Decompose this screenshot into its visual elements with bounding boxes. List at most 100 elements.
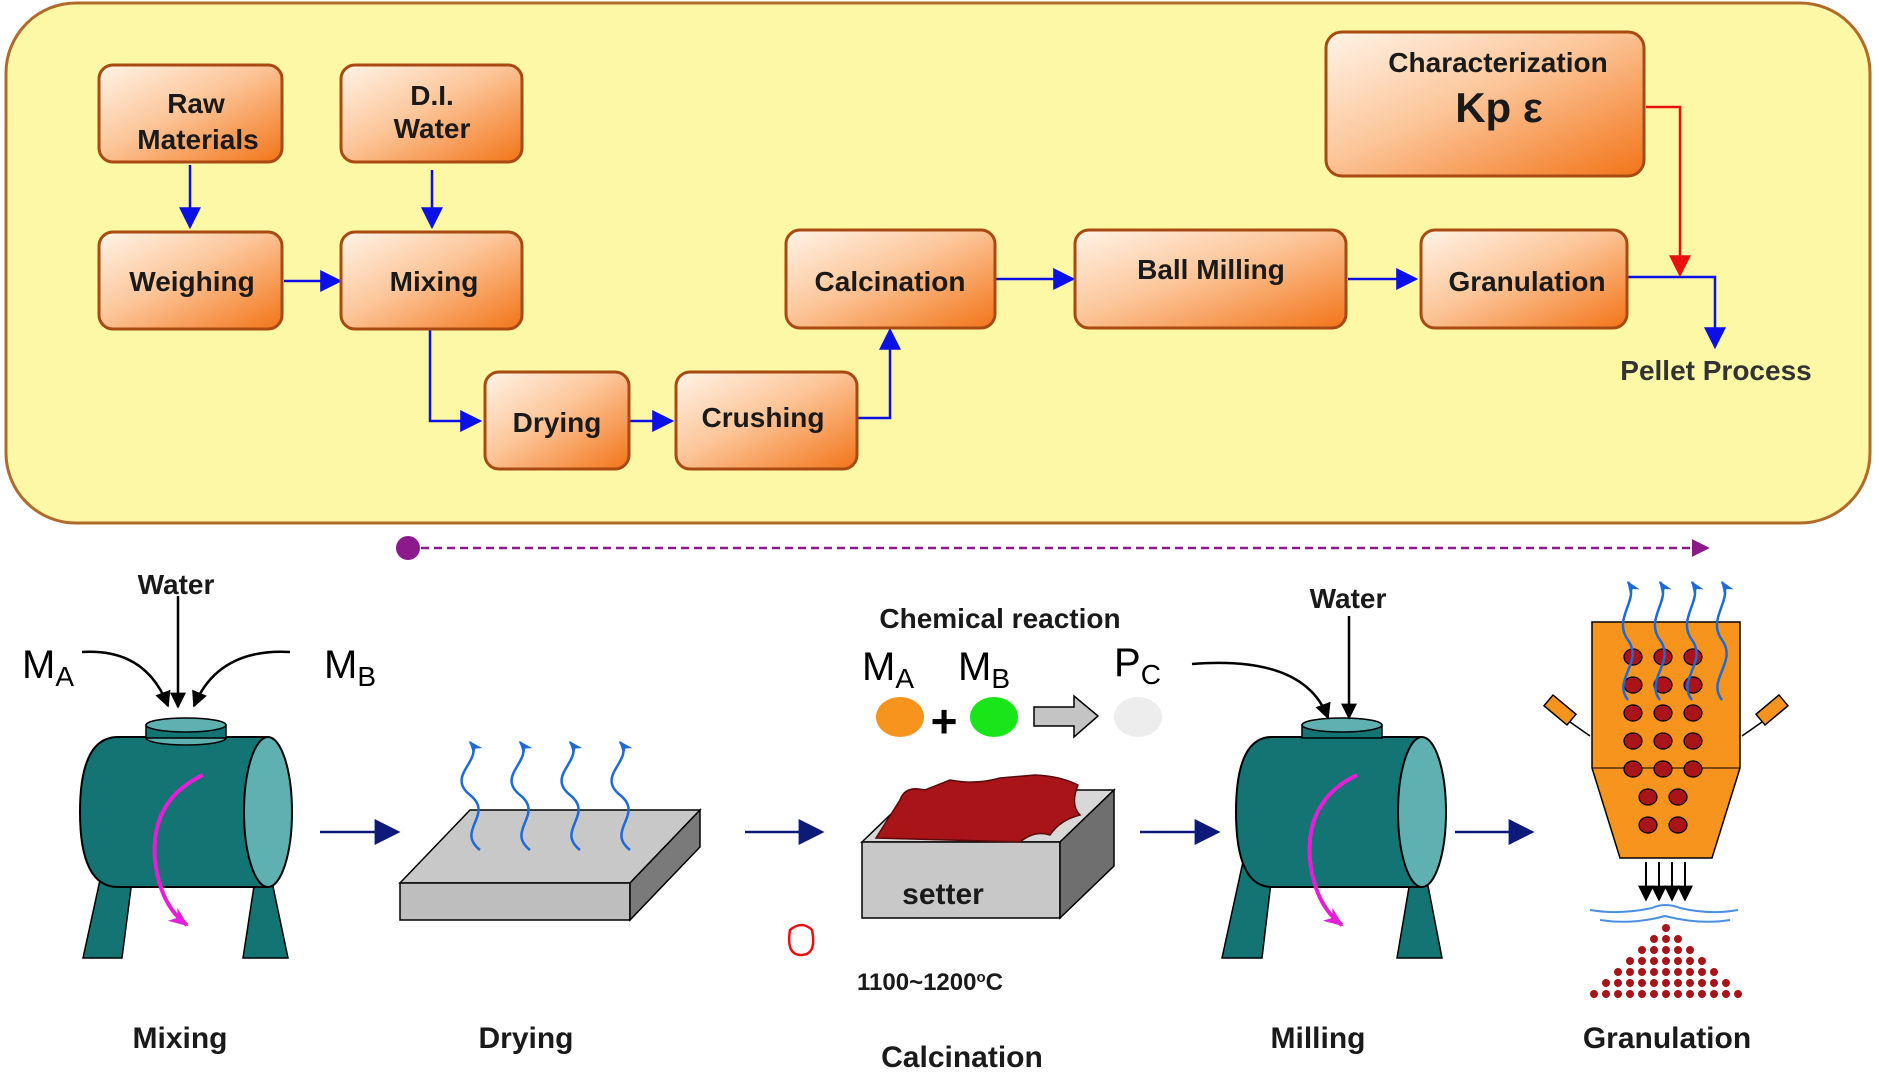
granule-pile [1590, 924, 1742, 998]
arrow-characterization-feedback [1646, 105, 1691, 278]
pile-granule [1686, 979, 1694, 987]
box-weighing: Weighing [97, 230, 284, 331]
pile-granule [1638, 946, 1646, 954]
pile-granule [1722, 979, 1730, 987]
pile-granule [1674, 935, 1682, 943]
box-raw-materials-line2: Materials [137, 124, 258, 155]
pile-granule [1698, 979, 1706, 987]
pile-granule [1626, 990, 1634, 998]
pile-granule [1650, 990, 1658, 998]
pile-granule [1698, 957, 1706, 965]
milling-feed-arrow [1191, 661, 1331, 720]
granules [1623, 648, 1703, 834]
drying-plate [398, 808, 702, 922]
pile-granule [1662, 968, 1670, 976]
box-drying: Drying [483, 370, 631, 471]
flow-connectors [179, 165, 1726, 432]
pile-granule [1662, 957, 1670, 965]
pile-granule [1674, 957, 1682, 965]
pile-granule [1698, 990, 1706, 998]
reaction-arrow [1033, 694, 1100, 739]
pile-granule [1650, 946, 1658, 954]
box-characterization: Characterization Kp ε [1324, 30, 1646, 178]
pile-granule [1674, 990, 1682, 998]
box-di-water: D.I. Water [339, 63, 524, 164]
box-granulation-label: Granulation [1448, 266, 1605, 297]
pile-granule [1614, 979, 1622, 987]
pile-granule [1650, 968, 1658, 976]
pile-granule [1662, 979, 1670, 987]
box-di-water-line1: D.I. [410, 80, 454, 111]
pile-granule [1626, 957, 1634, 965]
reaction-ma-label: MA [862, 645, 914, 694]
pile-granule [1698, 968, 1706, 976]
mixing-ma-label: MA [22, 643, 74, 692]
flow-boxes: Raw Materials D.I. Water Weighing Mixing… [97, 30, 1646, 471]
calcination-caption: Calcination [881, 1041, 1043, 1074]
pile-granule [1662, 990, 1670, 998]
pile-granule [1686, 957, 1694, 965]
drying-caption: Drying [478, 1022, 573, 1055]
milling-water-label: Water [1310, 583, 1387, 614]
pile-granule [1710, 968, 1718, 976]
box-granulation: Granulation [1419, 228, 1629, 330]
pile-granule [1674, 946, 1682, 954]
box-drying-label: Drying [513, 407, 602, 438]
pile-granule [1638, 990, 1646, 998]
reaction-title: Chemical reaction [879, 603, 1120, 634]
milling-drum [1221, 717, 1447, 959]
particle-pc [1114, 697, 1162, 737]
pile-granule [1638, 979, 1646, 987]
pile-granule [1650, 935, 1658, 943]
characterization-params: Kp ε [1455, 84, 1543, 131]
pile-granule [1614, 968, 1622, 976]
drying-vapor [460, 740, 633, 851]
pile-granule [1638, 957, 1646, 965]
box-mixing: Mixing [339, 230, 524, 331]
arrow-granulation-to-pellet [1628, 275, 1726, 350]
pile-granule [1602, 979, 1610, 987]
box-crushing: Crushing [674, 370, 859, 471]
box-raw-materials: Raw Materials [97, 63, 284, 164]
pile-granule [1626, 979, 1634, 987]
pile-granule [1662, 946, 1670, 954]
pile-granule [1710, 979, 1718, 987]
box-weighing-label: Weighing [129, 266, 254, 297]
pellet-process-label: Pellet Process [1620, 355, 1811, 386]
pile-granule [1614, 990, 1622, 998]
box-calcination: Calcination [784, 228, 997, 330]
pile-granule [1674, 968, 1682, 976]
setter-block [860, 774, 1116, 920]
pile-granule [1686, 946, 1694, 954]
box-raw-materials-line1: Raw [167, 88, 225, 119]
mixing-mb-label: MB [324, 643, 376, 692]
pile-granule [1638, 968, 1646, 976]
mixing-inputs [81, 596, 291, 709]
box-ball-milling-label: Ball Milling [1137, 254, 1285, 285]
spray-nozzle [1589, 904, 1739, 923]
pile-granule [1650, 979, 1658, 987]
setter-label: setter [902, 878, 984, 911]
pile-granule [1710, 990, 1718, 998]
pile-granule [1626, 968, 1634, 976]
mixing-drum [78, 717, 293, 959]
reaction-mb-label: MB [958, 645, 1010, 694]
particle-mb [970, 697, 1018, 737]
pile-granule [1686, 968, 1694, 976]
box-ball-milling: Ball Milling [1073, 228, 1348, 330]
reaction-plus: + [931, 695, 958, 747]
box-mixing-label: Mixing [390, 266, 479, 297]
timeline-start-dot [396, 536, 420, 560]
milling-swirl-arrow [1307, 773, 1358, 927]
pile-granule [1590, 990, 1598, 998]
arrow-crushing-to-calcination [858, 327, 901, 420]
box-characterization-label: Characterization [1388, 47, 1607, 78]
pile-granule [1602, 990, 1610, 998]
milling-caption: Milling [1271, 1022, 1366, 1055]
pile-granule [1674, 979, 1682, 987]
arrow-mixing-to-drying [428, 330, 483, 432]
box-crushing-label: Crushing [702, 402, 825, 433]
heating-coil [787, 923, 815, 957]
pile-granule [1662, 924, 1670, 932]
